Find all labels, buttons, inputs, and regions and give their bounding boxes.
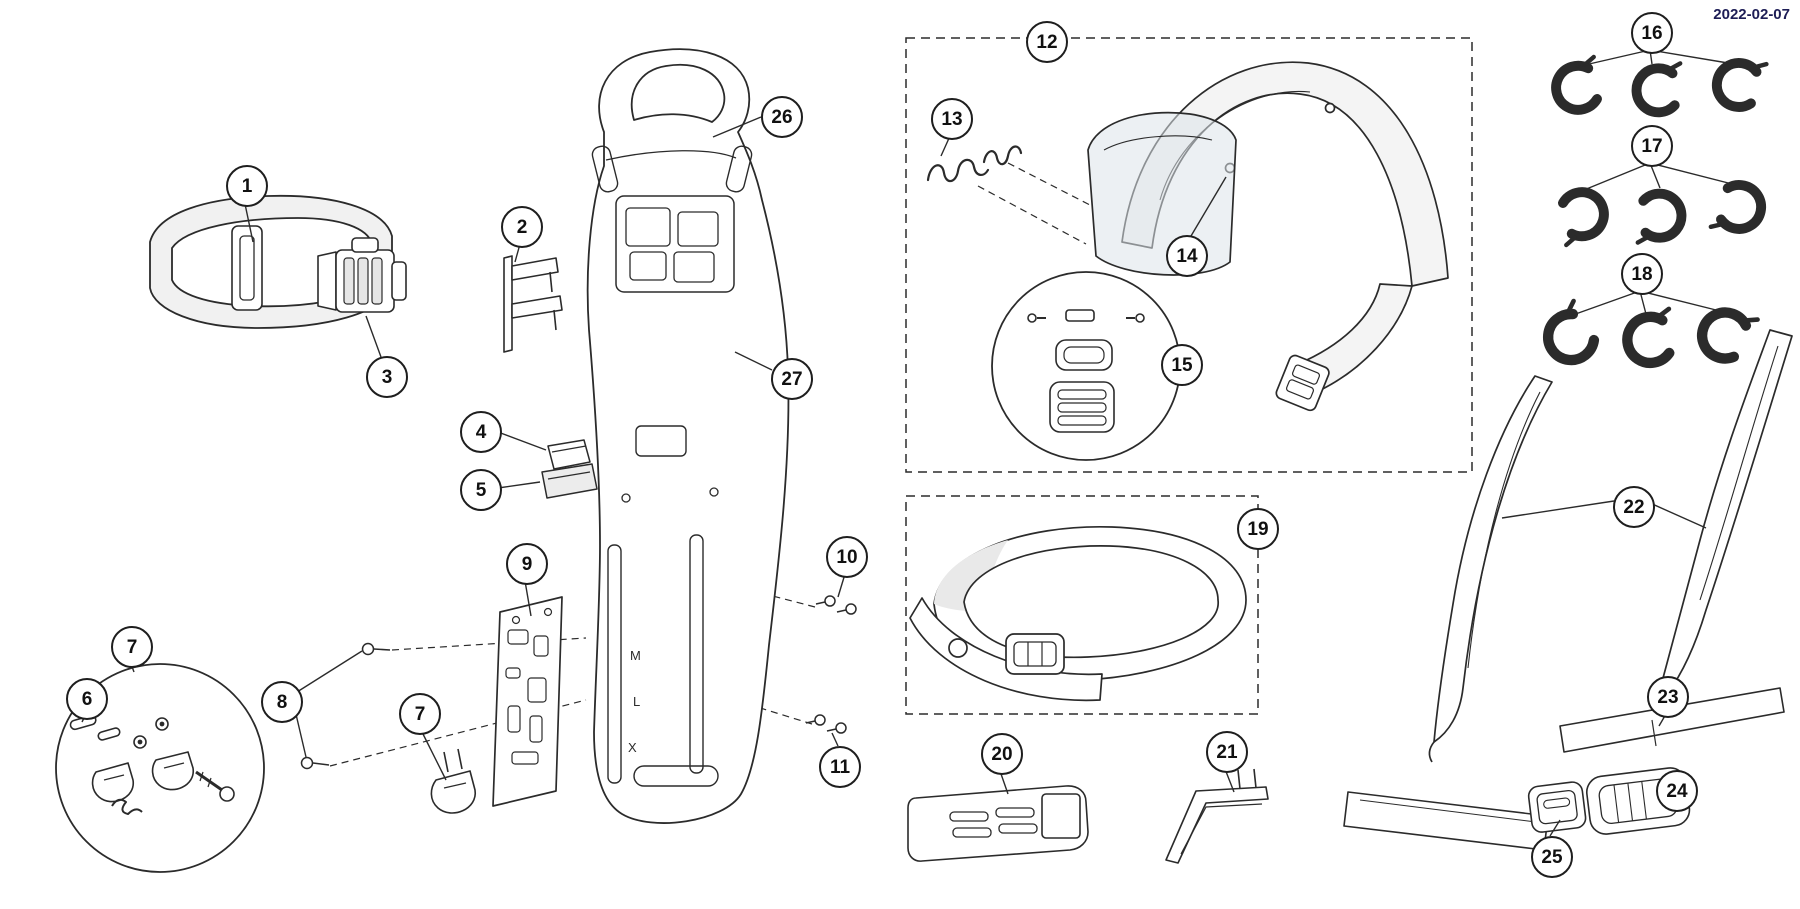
part-20-extension-strap (907, 785, 1089, 862)
part-7-detail-circle (55, 663, 265, 873)
part-5-latch-base (541, 463, 598, 499)
strap-slider (231, 225, 263, 311)
part-11-screws (805, 714, 847, 734)
visor-shield (1087, 111, 1237, 276)
part-27-backplate: M L X (586, 48, 790, 824)
part-19-headband (909, 525, 1247, 702)
size-marking-x: X (628, 740, 637, 755)
part-21-hook-bracket (1165, 768, 1269, 864)
screw-shaft (195, 770, 223, 792)
part-10-screws (815, 595, 857, 615)
backplate-outline (586, 48, 790, 824)
part-2-bracket (503, 255, 563, 353)
part-16-hooks (1551, 54, 1766, 114)
part-3-strap-buckle (317, 237, 407, 313)
size-marking-l: L (633, 694, 640, 709)
part-13-spring-clips (926, 145, 1023, 183)
part-23-chin-band (1559, 687, 1785, 753)
part-9-mounting-plate (492, 596, 563, 807)
wire-clip (111, 798, 143, 815)
part-18-hooks (1536, 300, 1757, 369)
part-4-latch-cover (547, 439, 591, 470)
part-17-hooks (1556, 180, 1766, 245)
size-marking-m: M (630, 648, 641, 663)
part-26-handle-opening (630, 64, 726, 123)
part-12-head-harness-assembly (1087, 61, 1449, 412)
part-24-25-buckle-assembly (1343, 767, 1691, 851)
headband-buckle (1005, 633, 1065, 675)
screw-head (219, 786, 235, 802)
part-8-screws (300, 642, 391, 770)
part-15-detail-circle (991, 271, 1181, 461)
part-7-clamp (430, 748, 476, 814)
lower-left-band (1343, 791, 1549, 851)
clamp-b (151, 751, 194, 791)
date-label: 2022-02-07 (1713, 6, 1790, 23)
part-24-buckle (1585, 767, 1691, 835)
clamp-a (91, 762, 134, 803)
group-12-box (905, 37, 1473, 473)
leader-lines (81, 49, 1741, 837)
